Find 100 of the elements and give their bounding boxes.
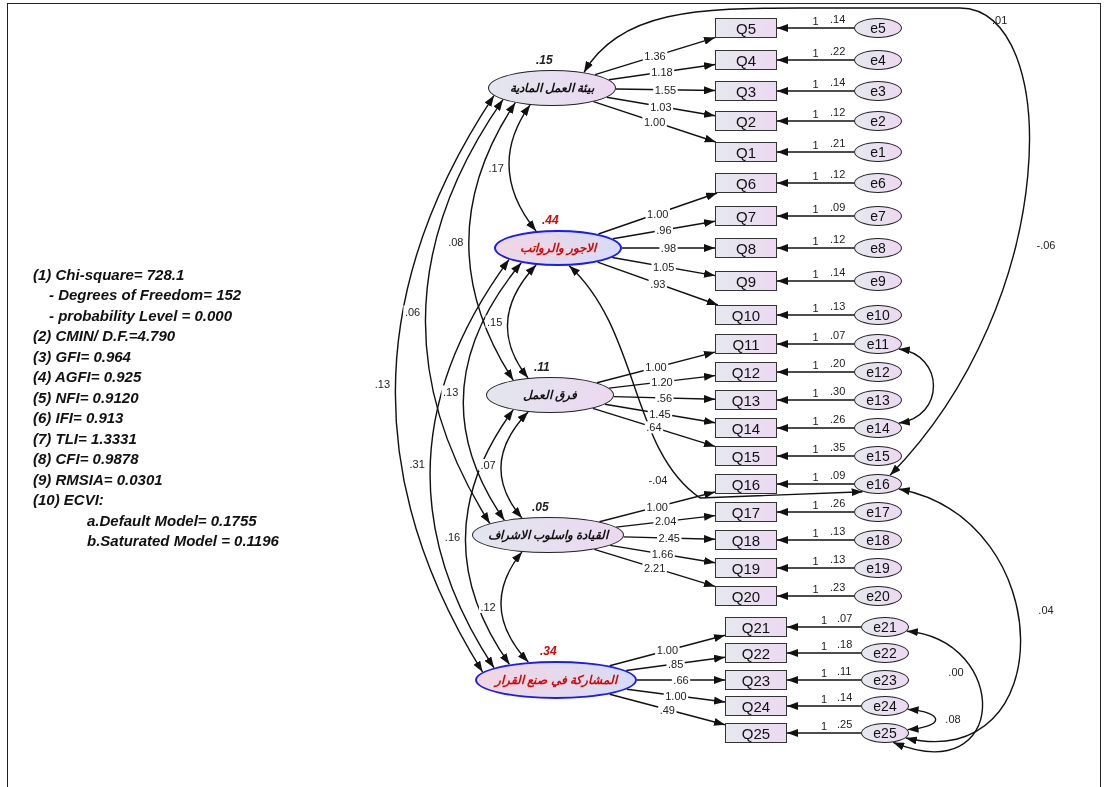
edge-label: 1.55 xyxy=(653,83,678,96)
edge-label: 1 xyxy=(810,203,821,215)
variance-label: .05 xyxy=(532,501,549,513)
variance-label: .11 xyxy=(534,361,550,373)
edge-label: 1 xyxy=(810,139,821,151)
arrow xyxy=(776,536,855,544)
observed-variable-box: Q1 xyxy=(715,142,777,162)
edge-label: 1 xyxy=(810,387,821,399)
edge-label: 1 xyxy=(819,614,829,626)
edge-label: 1 xyxy=(810,443,821,455)
variance-label: .07 xyxy=(837,612,853,624)
edge-label: 1 xyxy=(810,108,821,120)
arrow xyxy=(776,508,855,516)
fit-statistic: b.Saturated Model = 0.1196 xyxy=(87,532,279,550)
error-term-ellipse: e7 xyxy=(854,206,902,226)
edge-label: 1 xyxy=(810,331,821,343)
edge-label: .13 xyxy=(441,385,460,398)
edge-label: 1 xyxy=(819,640,829,652)
observed-variable-box: Q4 xyxy=(715,50,777,70)
observed-variable-box: Q6 xyxy=(715,173,777,193)
arrow xyxy=(776,480,855,488)
edge-label: 2.45 xyxy=(657,532,682,545)
arrow xyxy=(786,702,862,710)
observed-variable-box: Q20 xyxy=(715,586,777,606)
variance-label: .22 xyxy=(830,45,846,57)
variance-label: .14 xyxy=(830,13,846,25)
edge-label: .66 xyxy=(671,674,691,686)
arrow xyxy=(786,623,862,631)
fit-statistic: (6) IFI= 0.913 xyxy=(33,409,124,427)
arrow xyxy=(776,277,855,285)
observed-variable-box: Q9 xyxy=(715,271,777,291)
edge-label: 1.03 xyxy=(648,100,674,113)
edge-label: 1 xyxy=(810,302,821,314)
value-label: .01 xyxy=(992,14,1008,26)
arrow xyxy=(776,564,855,572)
fit-statistic: (10) ECVI: xyxy=(33,491,104,509)
edge-label: .06 xyxy=(403,305,422,318)
variance-label: .35 xyxy=(830,441,846,453)
variance-label: .13 xyxy=(830,525,846,537)
double-headed-arrow xyxy=(892,629,984,752)
arrow xyxy=(776,452,855,460)
variance-label: .18 xyxy=(837,638,853,650)
edge-label: -.06 xyxy=(1035,239,1057,251)
observed-variable-box: Q17 xyxy=(715,502,777,522)
double-headed-arrow xyxy=(583,7,1030,476)
variance-label: .14 xyxy=(830,76,846,88)
error-term-ellipse: e16 xyxy=(854,474,902,494)
arrow xyxy=(776,117,855,125)
edge-label: 1.00 xyxy=(642,115,667,128)
edge-label: 1 xyxy=(810,415,821,427)
edge-label: -.04 xyxy=(647,474,669,486)
latent-variable-ellipse: فرق العمل xyxy=(486,377,614,413)
fit-statistic: (7) TLI= 1.3331 xyxy=(33,429,137,448)
error-term-ellipse: e4 xyxy=(854,50,902,70)
fit-statistic: (8) CFI= 0.9878 xyxy=(33,450,139,468)
latent-variable-ellipse: الاجور والرواتب xyxy=(494,230,622,266)
observed-variable-box: Q22 xyxy=(725,643,787,663)
error-term-ellipse: e24 xyxy=(861,696,909,716)
error-term-ellipse: e22 xyxy=(861,643,909,663)
edge-label: 2.04 xyxy=(653,515,678,528)
variance-label: .20 xyxy=(830,357,846,369)
observed-variable-box: Q10 xyxy=(715,305,777,325)
variance-label: .26 xyxy=(830,497,846,509)
edge-label: .93 xyxy=(648,277,667,290)
observed-variable-box: Q19 xyxy=(715,558,777,578)
variance-label: .26 xyxy=(830,413,846,425)
edge-label: 1 xyxy=(810,170,821,182)
arrow xyxy=(776,340,855,348)
variance-label: .09 xyxy=(830,469,846,481)
error-term-ellipse: e6 xyxy=(854,173,902,193)
double-headed-arrow xyxy=(424,98,504,525)
arrow xyxy=(776,424,855,432)
double-headed-arrow xyxy=(508,104,537,232)
edge-label: 1 xyxy=(810,235,821,247)
observed-variable-box: Q24 xyxy=(725,696,787,716)
edge-label: 1 xyxy=(819,667,829,679)
edge-label: .85 xyxy=(666,657,685,670)
double-headed-arrow xyxy=(506,264,537,379)
edge-label: 1.00 xyxy=(663,689,689,702)
observed-variable-box: Q16 xyxy=(715,474,777,494)
arrow xyxy=(596,261,719,306)
arrow xyxy=(612,219,716,240)
edge-label: 1.18 xyxy=(649,66,675,79)
edge-label: .96 xyxy=(654,224,673,236)
error-term-ellipse: e11 xyxy=(854,334,902,354)
edge-label: .64 xyxy=(644,421,664,434)
fit-statistic: (9) RMSIA= 0.0301 xyxy=(33,470,163,489)
variance-label: .13 xyxy=(830,553,846,565)
fit-statistic: (5) NFI= 0.9120 xyxy=(33,388,139,407)
edge-label: 1 xyxy=(810,471,821,483)
error-term-ellipse: e12 xyxy=(854,362,902,382)
edge-label: 1 xyxy=(810,15,821,27)
variance-label: .30 xyxy=(830,385,846,397)
variance-label: .11 xyxy=(837,665,852,677)
latent-variable-ellipse: بيئة العمل المادية xyxy=(488,70,616,106)
observed-variable-box: Q15 xyxy=(715,446,777,466)
edge-label: 1.00 xyxy=(645,500,670,513)
edge-label: .17 xyxy=(486,162,506,174)
latent-variable-ellipse: المشاركة في صنع القرار xyxy=(475,661,637,699)
observed-variable-box: Q11 xyxy=(715,334,777,354)
